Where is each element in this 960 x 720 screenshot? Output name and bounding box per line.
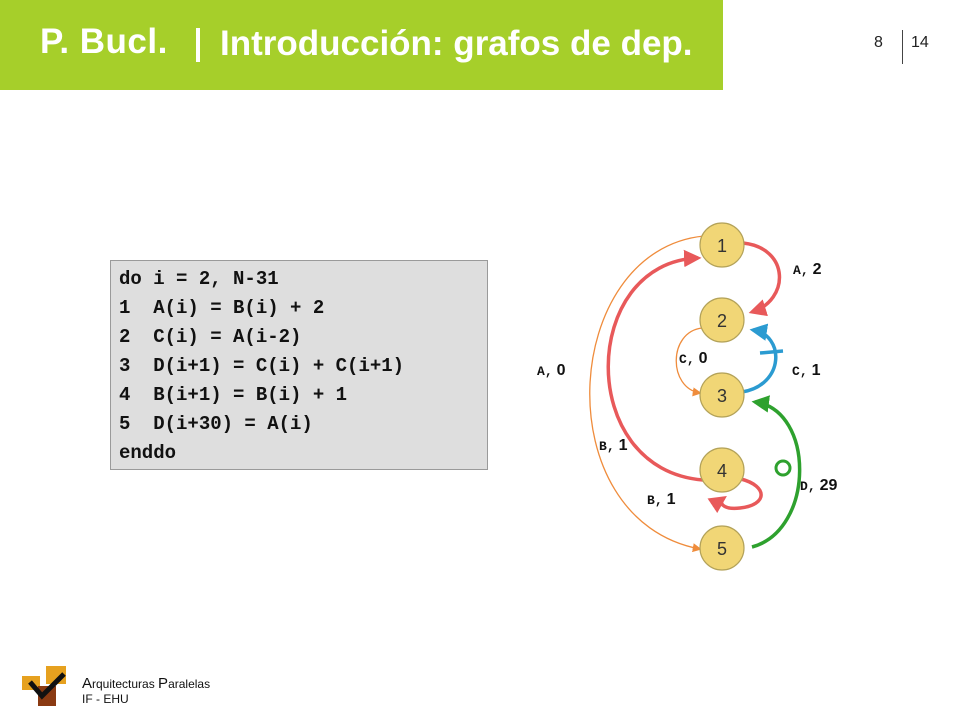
- graph-node-3: [699, 372, 745, 418]
- header-bar: [0, 0, 723, 90]
- code-line: 5 D(i+30) = A(i): [119, 413, 313, 435]
- page-total: 14: [911, 34, 929, 51]
- label-b1-long: B,1: [599, 437, 628, 454]
- page-number: 8: [874, 34, 883, 51]
- edge-a2: [742, 241, 782, 317]
- edge-c1: [741, 323, 778, 394]
- title-separator: [196, 28, 200, 62]
- logo-icon: [22, 666, 66, 706]
- code-line: enddo: [119, 442, 177, 464]
- graph-node-5-label: 5: [717, 539, 727, 559]
- course-title: P. Bucl.: [40, 22, 168, 61]
- graph-node-1-label: 1: [717, 236, 727, 256]
- edge-d29-circle: [774, 459, 792, 477]
- edge-d29: [751, 395, 802, 549]
- edge-c1-tick: [759, 349, 784, 355]
- code-line: 1 A(i) = B(i) + 2: [119, 297, 325, 319]
- graph-node-2-label: 2: [717, 311, 727, 331]
- graph-node-4-label: 4: [717, 461, 727, 481]
- graph-node-1: [699, 222, 745, 268]
- code-box: do i = 2, N-31 1 A(i) = B(i) + 2 2 C(i) …: [110, 260, 488, 470]
- edge-c0: [675, 327, 703, 397]
- footer-org-unit: IF - EHU: [82, 692, 129, 706]
- graph-node-5: [699, 525, 745, 571]
- edge-b1-self: [707, 477, 763, 514]
- footer-org-name: Arquitecturas Paralelas: [82, 675, 211, 692]
- label-d29: D,29: [800, 477, 838, 494]
- code-line: 2 C(i) = A(i-2): [119, 326, 302, 348]
- page-separator: [902, 30, 903, 64]
- graph-node-4: [699, 447, 745, 493]
- label-c1: C,1: [792, 362, 821, 379]
- graph-node-2: [699, 297, 745, 343]
- label-a0: A,0: [537, 362, 566, 379]
- label-a2: A,2: [793, 261, 822, 278]
- slide-title: Introducción: grafos de dep.: [220, 24, 693, 63]
- edge-b1-long: [606, 249, 704, 482]
- code-line: 4 B(i+1) = B(i) + 1: [119, 384, 348, 406]
- label-b1-self: B,1: [647, 491, 676, 508]
- code-line: do i = 2, N-31: [119, 268, 279, 290]
- code-line: 3 D(i+1) = C(i) + C(i+1): [119, 355, 405, 377]
- graph-node-3-label: 3: [717, 386, 727, 406]
- edge-a0: [589, 235, 705, 553]
- label-c0: C,0: [679, 350, 708, 367]
